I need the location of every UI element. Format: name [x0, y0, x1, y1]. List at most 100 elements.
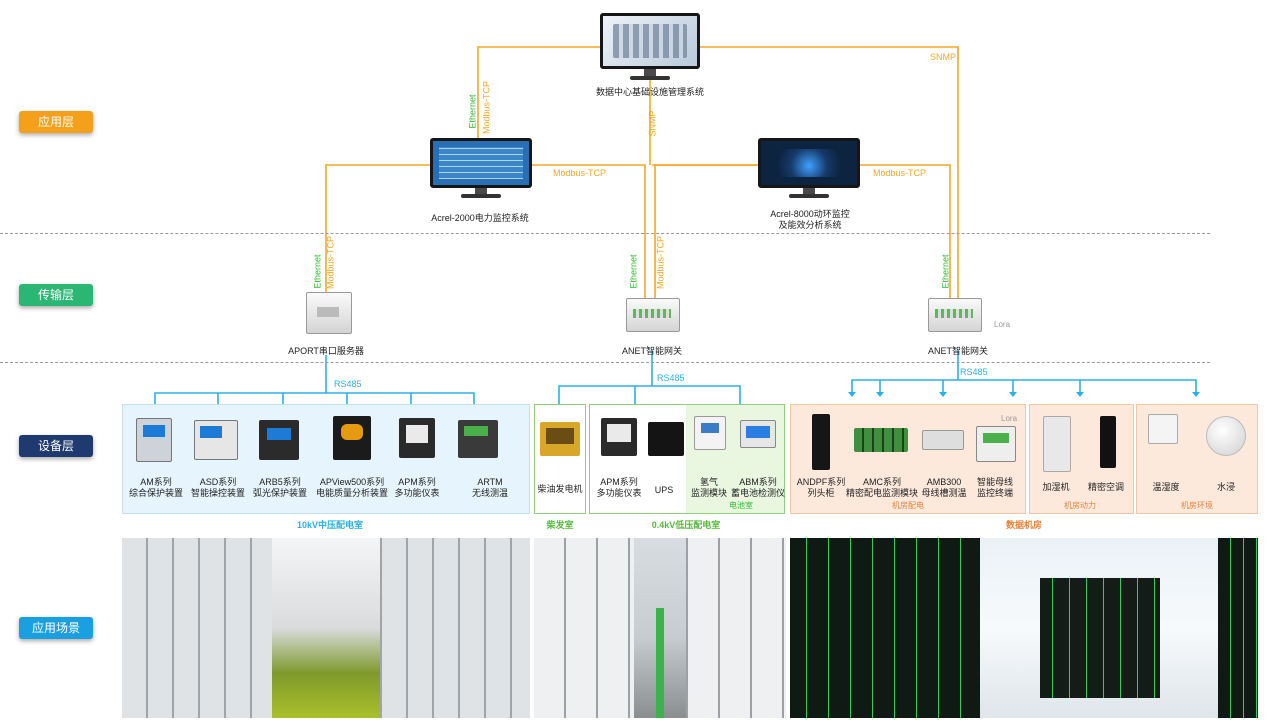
device-label: AM系列 — [140, 477, 172, 487]
room-label-dc: 数据机房 — [1005, 520, 1042, 530]
device-label: 温湿度 — [1152, 482, 1180, 492]
device-label: 无线测温 — [471, 488, 508, 498]
mv-switchgear-room-photo — [122, 538, 530, 718]
lora-label: Lora — [994, 320, 1011, 329]
busbar-sensor-icon — [922, 430, 964, 450]
anet-label-2: ANET智能网关 — [927, 346, 988, 356]
subgroup-label-power: 机房配电 — [892, 501, 924, 510]
relay-icon — [259, 420, 299, 460]
modbus-label: Modbus-TCP — [325, 236, 336, 290]
subgroup-label-env: 机房环境 — [1181, 501, 1213, 510]
room-label-gen: 柴发室 — [546, 520, 574, 530]
device-label: 氢气 — [699, 477, 718, 487]
humidifier-icon — [1043, 416, 1071, 472]
rs485-label: RS485 — [334, 379, 362, 389]
battery-monitor-icon — [740, 420, 776, 448]
anet-label-1: ANET智能网关 — [621, 346, 682, 356]
anet-gateway-icon — [626, 298, 680, 332]
aport-label: APORT串口服务器 — [288, 346, 364, 356]
ethernet-label: Ethernet — [312, 254, 323, 289]
modbus-label: Modbus-TCP — [873, 168, 927, 178]
anet-gateway-icon — [928, 298, 982, 332]
snmp-label: SNMP — [647, 110, 658, 137]
device-label: ARB5系列 — [259, 477, 301, 487]
ethernet-links — [325, 46, 959, 300]
device-label: 电能质量分析装置 — [315, 488, 388, 498]
device-label: 弧光保护装置 — [252, 488, 307, 498]
lora-label: Lora — [1001, 414, 1018, 423]
device-label: 监控终端 — [976, 488, 1013, 498]
water-leak-sensor-icon — [1206, 416, 1246, 456]
rs485-label: RS485 — [960, 367, 988, 377]
device-label: 多功能仪表 — [596, 488, 642, 498]
device-label: UPS — [654, 485, 674, 495]
modbus-label: Modbus-TCP — [553, 168, 607, 178]
modbus-label: Modbus-TCP — [481, 81, 492, 135]
relay-icon — [194, 420, 238, 460]
rs485-links — [154, 350, 1197, 404]
device-label: 多功能仪表 — [394, 488, 440, 498]
dcim-system-label: 数据中心基础设施管理系统 — [595, 87, 704, 97]
device-label: 智能母线 — [976, 477, 1013, 487]
power-monitor-screen — [430, 138, 532, 198]
device-label: 母线槽测温 — [921, 488, 967, 498]
acrel8000-label-1: Acrel-8000动环监控 — [770, 209, 850, 219]
device-label: AMC系列 — [863, 477, 901, 487]
acrel8000-label-2: 及能效分析系统 — [778, 220, 842, 230]
device-label: 柴油发电机 — [537, 484, 583, 494]
ups-icon — [648, 422, 684, 456]
device-label: 蓄电池检测仪 — [730, 488, 785, 498]
layer-label-device: 设备层 — [19, 435, 93, 457]
layer-label-transport: 传输层 — [19, 284, 93, 306]
dcim-monitor — [600, 13, 700, 81]
ethernet-label: Ethernet — [940, 254, 951, 289]
device-label: 精密配电监测模块 — [845, 488, 918, 498]
aport-serial-server-icon — [306, 292, 352, 334]
device-label: ABM系列 — [739, 477, 777, 487]
layer-label-scene: 应用场景 — [19, 617, 93, 639]
terminal-icon — [976, 426, 1016, 462]
temp-sensor-icon — [458, 420, 498, 458]
device-label: APM系列 — [398, 477, 436, 487]
layer-divider — [0, 362, 1210, 363]
rs485-label: RS485 — [657, 373, 685, 383]
layer-divider — [0, 233, 1210, 234]
subgroup-label-battery: 电池室 — [729, 501, 753, 510]
aircon-icon — [1100, 416, 1116, 468]
thermo-hygrometer-icon — [1148, 414, 1178, 444]
hydrogen-sensor-icon — [694, 416, 726, 450]
gen-device-group — [534, 404, 586, 514]
device-label: ASD系列 — [199, 477, 237, 487]
modbus-label: Modbus-TCP — [655, 236, 666, 290]
subgroup-label-hvac: 机房动力 — [1064, 501, 1096, 510]
generator-icon — [540, 422, 580, 456]
room-label-lv: 0.4kV低压配电室 — [651, 520, 721, 530]
module-icon — [854, 428, 908, 452]
device-label: AMB300 — [926, 477, 962, 487]
device-label: 智能操控装置 — [190, 488, 245, 498]
snmp-label: SNMP — [930, 52, 957, 62]
device-label: ARTM — [477, 477, 503, 487]
ethernet-label: Ethernet — [628, 254, 639, 289]
device-label: 水浸 — [1216, 482, 1235, 492]
ethernet-label: Ethernet — [467, 94, 478, 129]
meter-icon — [399, 418, 435, 458]
env-monitor-screen — [758, 138, 860, 198]
device-label: 列头柜 — [807, 488, 835, 498]
relay-icon — [136, 418, 172, 462]
device-label: ANDPF系列 — [796, 477, 846, 487]
analyzer-icon — [333, 416, 371, 460]
device-label: 精密空调 — [1087, 482, 1124, 492]
device-label: 加湿机 — [1042, 482, 1070, 492]
lv-switchgear-room-photo — [534, 538, 786, 718]
device-label: APView500系列 — [319, 477, 385, 487]
acrel2000-label: Acrel-2000电力监控系统 — [431, 213, 529, 223]
device-label: 监测模块 — [690, 488, 727, 498]
device-label: APM系列 — [600, 477, 638, 487]
cabinet-icon — [812, 414, 830, 470]
meter-icon — [601, 418, 637, 456]
device-label: 综合保护装置 — [128, 488, 183, 498]
data-center-room-photo — [790, 538, 1258, 718]
layer-label-app: 应用层 — [19, 111, 93, 133]
room-label-mv: 10kV中压配电室 — [296, 520, 364, 530]
